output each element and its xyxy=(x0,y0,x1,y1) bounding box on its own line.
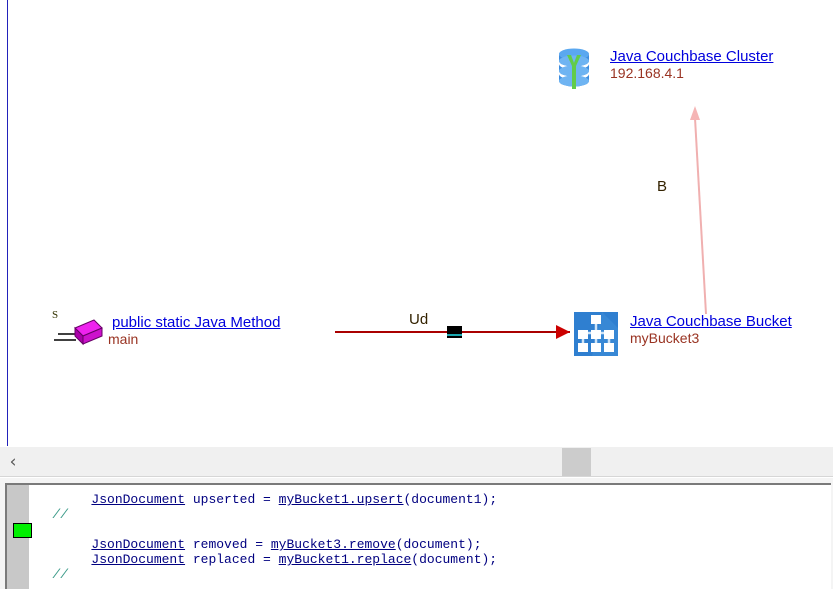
hierarchy-bucket-icon xyxy=(574,312,618,356)
bucket-text-block: Java Couchbase Bucket myBucket3 xyxy=(630,313,792,346)
code-token: (document); xyxy=(411,552,498,567)
code-token: upserted = xyxy=(185,492,279,507)
edge-b-label: B xyxy=(657,178,668,195)
scrollbar-thumb[interactable] xyxy=(562,448,591,476)
breakpoint-marker[interactable] xyxy=(13,523,32,538)
code-token: replaced = xyxy=(185,552,279,567)
code-line[interactable]: JsonDocument removed = myBucket3.remove(… xyxy=(29,537,482,552)
code-line[interactable]: JsonDocument upserted = myBucket1.upsert… xyxy=(29,492,497,507)
code-line[interactable]: JsonDocument replaced = myBucket1.replac… xyxy=(29,552,497,567)
code-token xyxy=(29,492,91,507)
bucket-subtitle: myBucket3 xyxy=(630,330,700,346)
code-line[interactable]: // xyxy=(29,507,68,522)
edge-ud-label: Ud xyxy=(409,311,429,328)
code-token: // xyxy=(52,507,69,522)
cluster-subtitle: 192.168.4.1 xyxy=(610,65,684,81)
code-token: (document1); xyxy=(403,492,498,507)
edge-ud-arrowhead xyxy=(556,325,570,339)
cluster-text-block: Java Couchbase Cluster 192.168.4.1 xyxy=(610,48,773,81)
code-token: myBucket1.upsert xyxy=(278,492,404,507)
code-text-area[interactable]: JsonDocument upserted = myBucket1.upsert… xyxy=(29,485,831,589)
code-token: // xyxy=(52,567,69,582)
code-token xyxy=(29,507,52,522)
edge-b-arrow xyxy=(690,106,707,314)
code-token: myBucket3.remove xyxy=(270,537,396,552)
diagram-canvas[interactable]: B Ud Java Couchbase Cluster 192.168.4.1 xyxy=(0,0,833,446)
edge-ud-marker-band xyxy=(447,334,462,336)
horizontal-scrollbar[interactable]: ‹ xyxy=(0,446,833,477)
svg-text:S: S xyxy=(52,309,58,321)
code-token xyxy=(29,552,91,567)
static-method-block-icon: S xyxy=(52,309,103,346)
code-token xyxy=(29,537,91,552)
code-token: myBucket1.replace xyxy=(278,552,412,567)
code-token: removed = xyxy=(185,537,271,552)
method-text-block: public static Java Method main xyxy=(108,314,280,347)
edge-ud-marker[interactable] xyxy=(447,326,462,338)
code-editor-viewport[interactable]: JsonDocument upserted = myBucket1.upsert… xyxy=(5,483,831,589)
code-token: (document); xyxy=(395,537,482,552)
method-title[interactable]: public static Java Method xyxy=(112,314,281,331)
code-token xyxy=(29,567,52,582)
code-token: JsonDocument xyxy=(91,492,186,507)
database-cluster-icon xyxy=(559,48,589,89)
bucket-title[interactable]: Java Couchbase Bucket xyxy=(630,313,792,330)
code-token: JsonDocument xyxy=(91,537,186,552)
scroll-left-chevron-icon[interactable]: ‹ xyxy=(9,452,17,472)
cluster-title[interactable]: Java Couchbase Cluster xyxy=(610,48,774,65)
code-line[interactable]: // xyxy=(29,567,68,582)
code-token: JsonDocument xyxy=(91,552,186,567)
method-subtitle: main xyxy=(108,331,139,347)
canvas-left-border xyxy=(7,0,8,446)
